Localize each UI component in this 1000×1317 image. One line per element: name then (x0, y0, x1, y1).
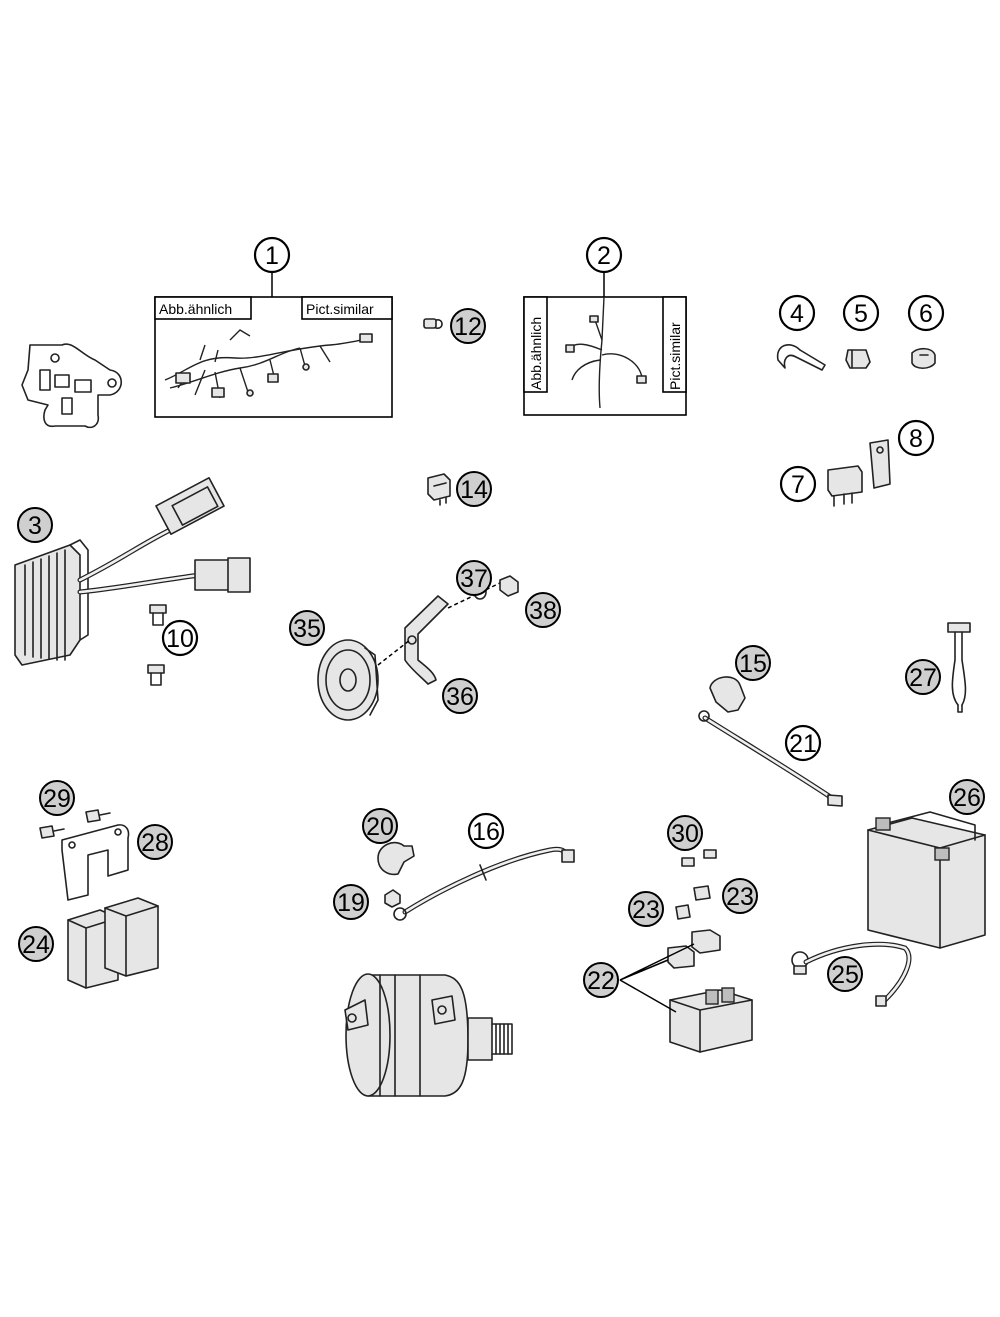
callout-4: 4 (778, 294, 816, 332)
part-starter-motor[interactable] (344, 973, 513, 1097)
part-battery-26[interactable] (867, 811, 986, 949)
part-relay-14[interactable] (427, 473, 451, 506)
part-screws-29[interactable] (39, 809, 111, 839)
part-horn-35[interactable] (317, 639, 379, 721)
callout-25: 25 (827, 956, 863, 992)
svg-text:37: 37 (460, 565, 488, 593)
callout-27: 27 (905, 659, 941, 695)
part-relay-7[interactable] (827, 465, 863, 507)
svg-text:27: 27 (909, 664, 937, 692)
part-bulb-12[interactable] (423, 318, 443, 329)
svg-text:38: 38 (529, 597, 557, 625)
svg-text:26: 26 (953, 784, 981, 812)
svg-text:24: 24 (22, 931, 50, 959)
part-nut-19[interactable] (384, 889, 401, 908)
part-fuse-box-22[interactable] (619, 929, 753, 1053)
svg-text:25: 25 (831, 961, 859, 989)
svg-text:28: 28 (141, 829, 169, 857)
part-fuse-holder-27[interactable] (947, 622, 971, 713)
callout-1: 1 (253, 236, 291, 274)
part-voltage-regulator[interactable] (14, 476, 251, 666)
callout-30: 30 (667, 815, 703, 851)
callout-21: 21 (784, 724, 822, 762)
part-screws-30[interactable] (681, 849, 717, 867)
svg-text:21: 21 (789, 730, 817, 758)
callout-26: 26 (949, 779, 985, 815)
callout-15: 15 (735, 645, 771, 681)
callout-12: 12 (450, 308, 486, 344)
svg-text:8: 8 (909, 425, 923, 453)
callout-24: 24 (18, 926, 54, 962)
part-wiring-harness-sub[interactable]: Abb.ähnlich Pict.similar (523, 272, 687, 416)
svg-text:3: 3 (28, 512, 42, 540)
svg-text:4: 4 (790, 300, 804, 328)
callout-28: 28 (137, 824, 173, 860)
svg-text:36: 36 (446, 683, 474, 711)
callout-23-right: 23 (722, 878, 758, 914)
svg-text:10: 10 (166, 625, 194, 653)
part-holder-8[interactable] (869, 439, 891, 489)
svg-text:19: 19 (337, 889, 365, 917)
callout-6: 6 (907, 294, 945, 332)
svg-text:5: 5 (854, 300, 868, 328)
svg-text:7: 7 (791, 471, 805, 499)
callout-7: 7 (779, 465, 817, 503)
part-nut-38[interactable] (499, 575, 519, 597)
callout-10: 10 (161, 619, 199, 657)
callout-2: 2 (585, 236, 623, 274)
callout-38: 38 (525, 592, 561, 628)
svg-text:23: 23 (632, 896, 660, 924)
part-bracket-28[interactable] (61, 824, 130, 901)
svg-text:14: 14 (460, 476, 488, 504)
part-cap-20[interactable] (377, 841, 415, 876)
part-battery-cable-25[interactable] (791, 941, 912, 1007)
callout-14: 14 (456, 471, 492, 507)
part-fuse-23-b[interactable] (693, 885, 711, 901)
svg-text:1: 1 (265, 242, 279, 270)
part-wiring-harness-main[interactable]: Abb.ähnlich Pict.similar (154, 272, 393, 418)
part-clip-6[interactable] (911, 347, 936, 370)
part-cap-15[interactable] (709, 676, 746, 713)
callout-5: 5 (842, 294, 880, 332)
frame-label-abb-aehnlich-vertical: Abb.ähnlich (528, 317, 544, 390)
part-screws-10[interactable] (147, 604, 167, 686)
callout-29: 29 (39, 780, 75, 816)
svg-text:20: 20 (366, 813, 394, 841)
callout-22: 22 (583, 962, 619, 998)
part-mounting-plate[interactable] (21, 343, 123, 429)
svg-text:30: 30 (671, 820, 699, 848)
frame-label-pict-similar-vertical: Pict.similar (667, 322, 683, 390)
frame-label-pict-similar: Pict.similar (306, 301, 374, 317)
part-cable-21[interactable] (698, 710, 843, 807)
svg-text:22: 22 (587, 967, 615, 995)
callout-16: 16 (467, 812, 505, 850)
callout-36: 36 (442, 678, 478, 714)
callout-35: 35 (289, 610, 325, 646)
part-clip-5[interactable] (845, 349, 871, 369)
callout-37: 37 (456, 560, 492, 596)
svg-text:12: 12 (454, 313, 482, 341)
svg-text:23: 23 (726, 883, 754, 911)
callout-19: 19 (333, 884, 369, 920)
part-fuse-23-a[interactable] (675, 904, 691, 920)
part-relays-24[interactable] (67, 897, 159, 989)
part-cable-tie-4[interactable] (776, 344, 826, 371)
frame-label-abb-aehnlich: Abb.ähnlich (159, 301, 232, 317)
svg-text:35: 35 (293, 615, 321, 643)
callout-23-left: 23 (628, 891, 664, 927)
svg-text:6: 6 (919, 300, 933, 328)
svg-text:2: 2 (597, 242, 611, 270)
svg-text:16: 16 (472, 818, 500, 846)
svg-text:15: 15 (739, 650, 767, 678)
callout-8: 8 (897, 419, 935, 457)
svg-text:29: 29 (43, 785, 71, 813)
part-starter-cable-16[interactable] (393, 846, 575, 921)
callout-20: 20 (362, 808, 398, 844)
callout-3: 3 (17, 507, 53, 543)
